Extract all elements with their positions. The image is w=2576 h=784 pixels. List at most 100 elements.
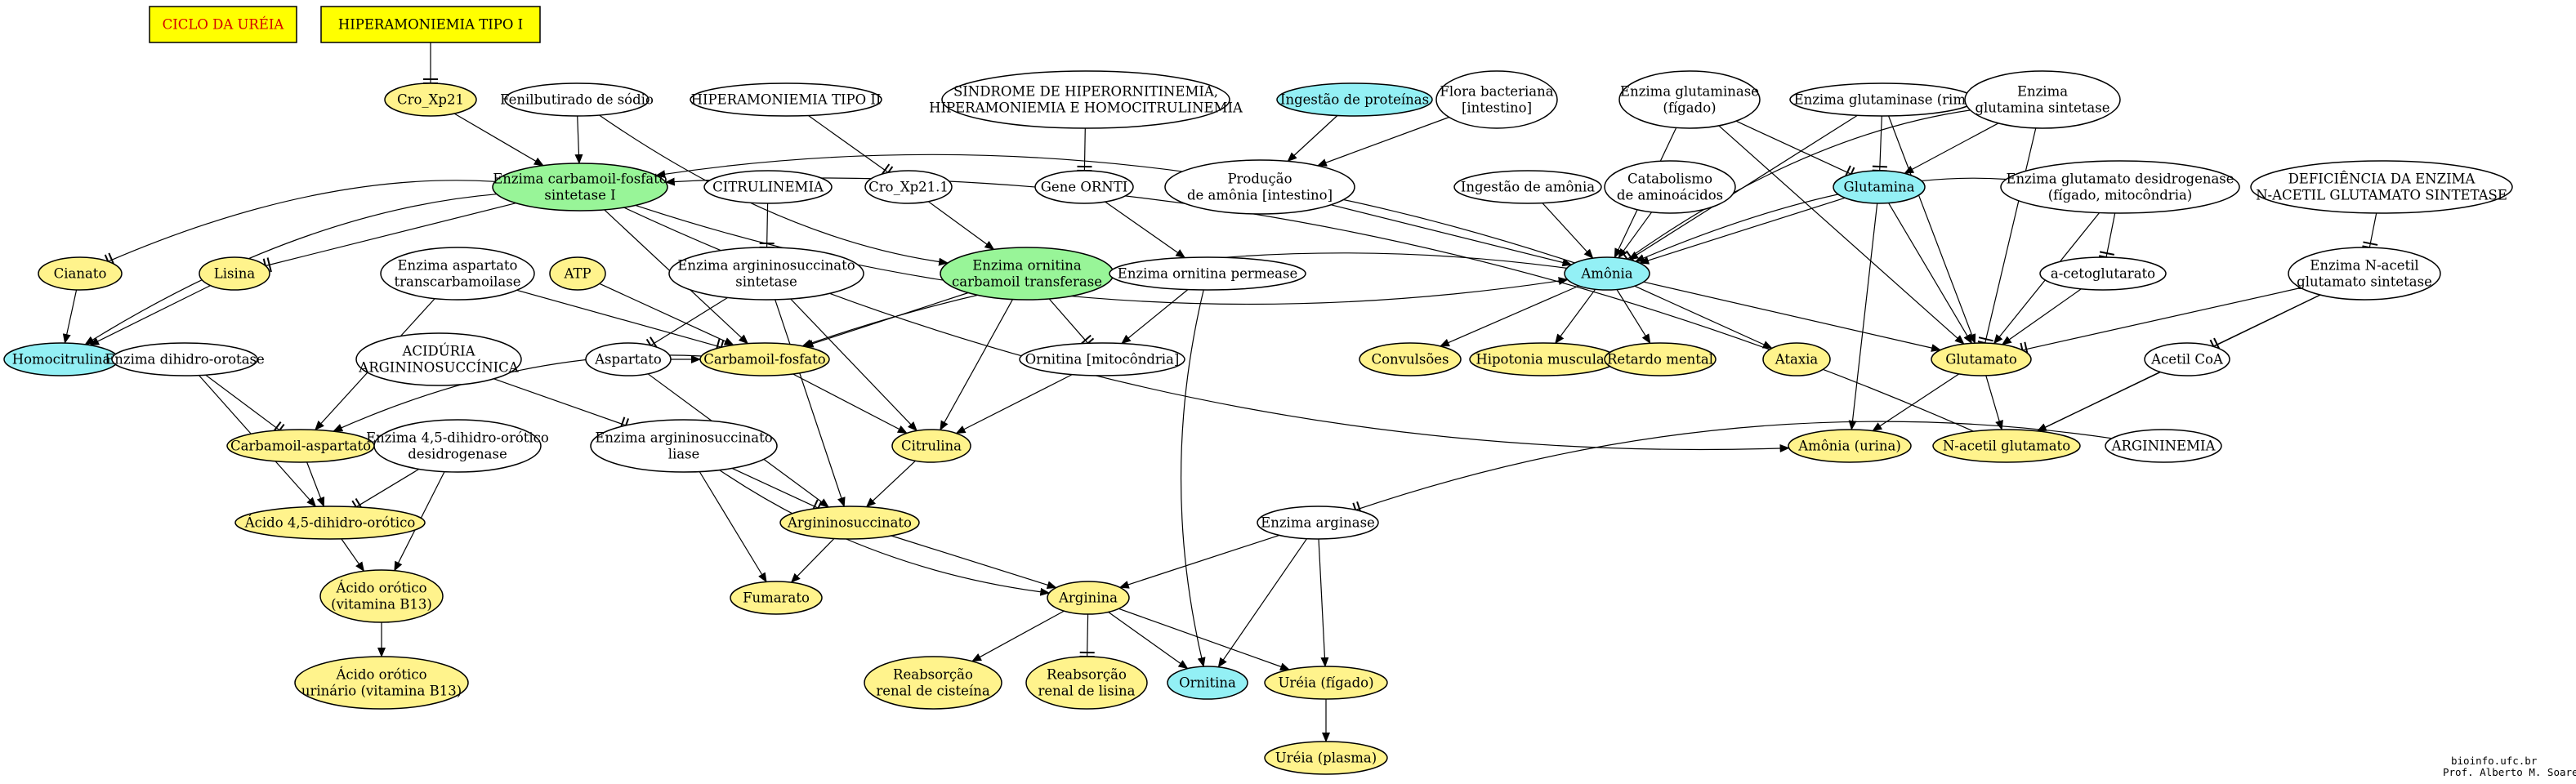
node-ataxia-shape <box>1762 342 1831 376</box>
edge-arginina-to-ornitina <box>1108 611 1189 670</box>
edge-amonia-to-retardo <box>1616 289 1651 345</box>
node-nacetil-label: N-acetil glutamato <box>1943 439 2070 454</box>
edge-catab-to-amonia <box>1618 212 1653 259</box>
node-aciduria-label: ACIDÚRIA <box>401 343 475 359</box>
edge-enzargsin-to-citrulina <box>790 298 917 432</box>
node-glutamina-shape <box>1833 170 1926 204</box>
node-aceto-shape <box>2039 256 2167 291</box>
node-reablis-shape <box>1025 656 1148 710</box>
edge-gdh-to-amonia <box>1634 177 2007 262</box>
node-citrulinemia-label: CITRULINEMIA <box>712 180 824 195</box>
edge-glutrim-to-glutamato <box>1888 115 1976 345</box>
node-nags-shape <box>2288 247 2441 301</box>
node-catab-shape <box>1604 160 1736 214</box>
edge-glutfig-to-glutamina <box>1735 120 1855 181</box>
edge-otc-to-carbfosf <box>803 292 969 348</box>
node-citrulina-shape <box>891 429 971 463</box>
node-ornperm: Enzima ornitina permease <box>1109 256 1306 291</box>
node-lisina-label: Lisina <box>214 266 256 282</box>
node-glutamina-label: Glutamina <box>1844 180 1915 195</box>
node-citrulina-label: Citrulina <box>901 439 962 454</box>
node-cianato-shape <box>38 256 123 291</box>
node-hiper2: HIPERAMONIEMIA TIPO II <box>690 82 882 117</box>
edge-sindrome-to-geneornti <box>1077 127 1092 172</box>
node-acetilcoa: Acetil CoA <box>2144 342 2230 376</box>
node-argininemia-shape <box>2105 429 2222 463</box>
node-fenil-label: Fenilbutirado de sódio <box>500 92 654 108</box>
node-cps-label: sintetase I <box>544 188 615 203</box>
edge-glutamina-to-amurina <box>1848 203 1878 430</box>
node-ingprot-shape <box>1276 82 1433 117</box>
edge-ornmit-to-citrulina <box>955 374 1073 434</box>
node-cro21-shape <box>384 82 477 117</box>
node-arginase-label: Enzima arginase <box>1261 515 1375 531</box>
node-arginase: Enzima arginase <box>1257 506 1379 540</box>
node-deficiencia-shape <box>2250 160 2513 214</box>
node-ornitina-label: Ornitina <box>1179 675 1236 691</box>
node-glutamato-label: Glutamato <box>1945 352 2017 368</box>
node-oroturin-label: urinário (vitamina B13) <box>301 684 462 699</box>
node-nags-label: glutamato sintetase <box>2297 274 2432 290</box>
node-gdh-shape <box>2000 160 2240 214</box>
node-enz45-shape <box>373 419 542 473</box>
node-convulsoes: Convulsões <box>1359 342 1462 376</box>
node-aspartato: Aspartato <box>585 342 672 376</box>
edge-dihidroor-to-carbasp <box>205 374 285 437</box>
node-reabcis-label: renal de cisteína <box>876 684 989 699</box>
node-ureiapla: Uréia (plasma) <box>1264 741 1388 775</box>
node-convulsoes-shape <box>1359 342 1462 376</box>
node-homocit-label: Homocitrulina <box>12 352 111 368</box>
edge-ingam-to-amonia <box>1542 203 1594 259</box>
edge-cianato-to-homocit <box>62 289 78 344</box>
node-cro21: Cro_Xp21 <box>384 82 477 117</box>
node-aspartato-label: Aspartato <box>594 352 662 368</box>
node-glutfig-label: (fígado) <box>1663 100 1716 116</box>
node-ornmit: Ornitina [mitocôndria] <box>1019 342 1185 376</box>
node-convulsoes-label: Convulsões <box>1371 352 1449 368</box>
node-gdh-label: (fígado, mitocôndria) <box>2048 188 2193 203</box>
node-enzargliase-label: Enzima argininosuccinato <box>595 430 772 446</box>
nodes-layer: CICLO DA URÉIA HIPERAMONIEMIA TIPO I Cro_X… <box>3 6 2513 775</box>
node-citrulinemia-shape <box>703 170 833 204</box>
edge-atp-to-carbfosf <box>599 283 734 346</box>
node-ornmit-label: Ornitina [mitocôndria] <box>1025 352 1180 368</box>
node-hiper1-label: HIPERAMONIEMIA TIPO I <box>338 17 523 33</box>
node-deficiencia-label: DEFICIÊNCIA DA ENZIMA <box>2288 171 2476 187</box>
edge-ingprot-to-prodam <box>1287 115 1338 163</box>
node-hipotonia-label: Hipotonia muscular <box>1476 352 1610 368</box>
node-acido45-shape <box>234 506 426 540</box>
node-enzargliase-shape <box>590 419 778 473</box>
node-fenil: Fenilbutirado de sódio <box>500 82 654 117</box>
node-ureiafig-shape <box>1264 666 1388 700</box>
node-hipotonia: Hipotonia muscular <box>1469 342 1618 376</box>
node-carbfosf: Carbamoil-fosfato <box>699 342 830 376</box>
edge-enzasp-to-carbfosf <box>516 289 725 355</box>
node-retardo-shape <box>1604 342 1717 376</box>
node-prodam-label: de amônia [intestino] <box>1187 188 1333 203</box>
node-reabcis-label: Reabsorção <box>893 667 973 683</box>
node-prodam-label: Produção <box>1227 172 1292 187</box>
node-hiper2-label: HIPERAMONIEMIA TIPO II <box>691 92 882 108</box>
node-atp: ATP <box>549 256 606 291</box>
node-ingprot-label: Ingestão de proteínas <box>1280 92 1429 108</box>
edge-flora-to-prodam <box>1316 116 1449 167</box>
edge-argsucc-to-arginina <box>891 535 1057 590</box>
node-flora-shape <box>1435 70 1558 129</box>
node-ciclo-label: CICLO DA URÉIA <box>163 16 285 33</box>
node-sindrome-shape <box>941 70 1230 129</box>
edge-cps-to-homocit <box>84 194 498 345</box>
node-nacetil-shape <box>1932 429 2081 463</box>
edge-cps-to-amurina <box>623 207 1790 452</box>
edge-cps-to-lisina <box>262 203 516 274</box>
node-acetilcoa-label: Acetil CoA <box>2150 352 2224 368</box>
edge-otc-to-citrulina <box>940 299 1014 431</box>
